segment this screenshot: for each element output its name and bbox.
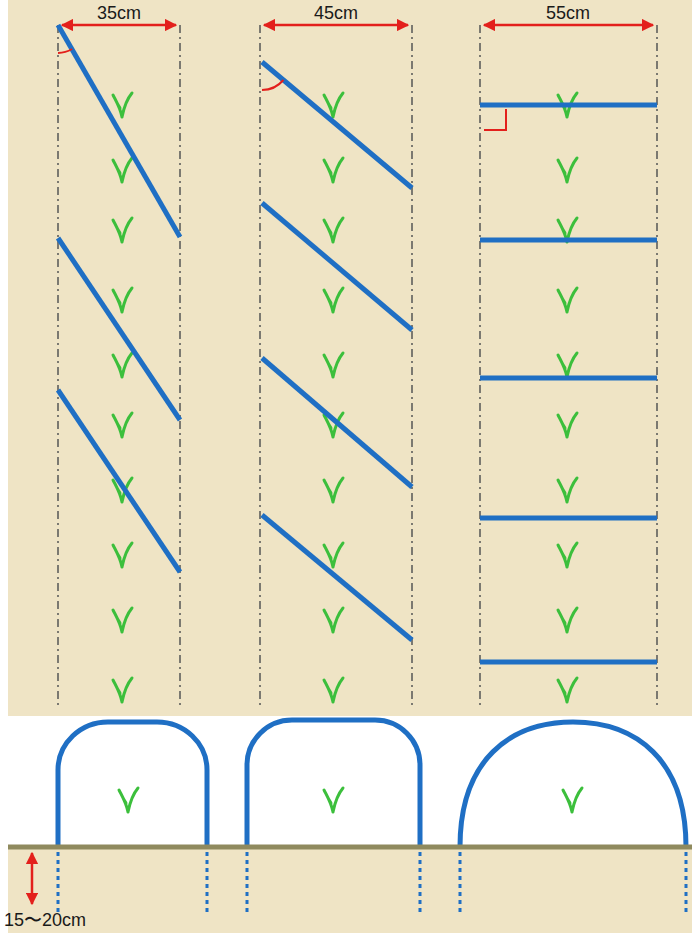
soil — [8, 847, 692, 933]
plant-symbol — [113, 678, 132, 702]
plant-symbol — [558, 158, 577, 182]
plant-symbol — [324, 678, 343, 702]
plant-symbol — [113, 93, 132, 117]
plant-symbol — [113, 413, 132, 437]
plant-symbol — [113, 353, 132, 377]
dimension-label: 35cm — [97, 3, 141, 23]
top-view-ground — [8, 0, 692, 716]
plant-symbol — [558, 288, 577, 312]
plant-symbol — [324, 218, 343, 242]
plant-symbol — [563, 788, 582, 812]
dimension-label: 45cm — [314, 3, 358, 23]
dimension-label: 15〜20cm — [4, 910, 86, 930]
plant-symbol — [324, 158, 343, 182]
plant-symbol — [324, 608, 343, 632]
hoop-bars — [58, 25, 657, 662]
plant-symbol — [113, 608, 132, 632]
plant-symbol — [324, 353, 343, 377]
plant-rows — [113, 93, 582, 812]
dimension-arrows — [32, 25, 653, 904]
hoop-arches — [58, 720, 686, 847]
plant-symbol — [324, 788, 343, 812]
plant-symbol — [113, 218, 132, 242]
angle-marks — [58, 49, 506, 130]
plant-symbol — [558, 478, 577, 502]
plant-symbol — [113, 543, 132, 567]
plant-symbol — [119, 788, 138, 812]
ground-line — [8, 845, 692, 850]
buried-hoop-ends — [58, 852, 686, 914]
dimension-label: 55cm — [546, 3, 590, 23]
plant-symbol — [324, 478, 343, 502]
plant-symbol — [558, 608, 577, 632]
plant-symbol — [558, 353, 577, 377]
row-edge-lines — [58, 25, 657, 708]
plant-symbol — [113, 288, 132, 312]
plant-symbol — [324, 288, 343, 312]
plant-symbol — [558, 543, 577, 567]
plant-symbol — [558, 678, 577, 702]
plant-symbol — [113, 158, 132, 182]
plant-symbol — [324, 543, 343, 567]
plant-symbol — [558, 413, 577, 437]
